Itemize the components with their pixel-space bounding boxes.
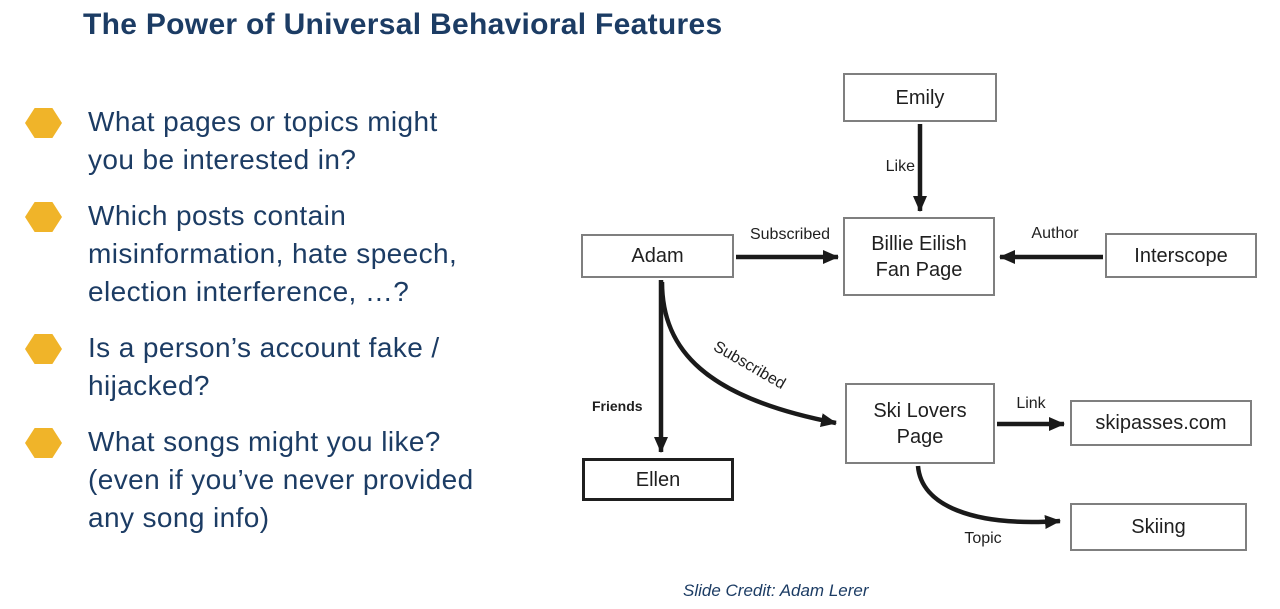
edge-label-friends: Friends (592, 398, 643, 414)
list-item: What songs might you like? (even if you’… (25, 423, 565, 537)
edge-label-like: Like (885, 158, 915, 175)
edge-skilovers-topic-skiing (915, 465, 1061, 529)
edge-label-author: Author (1031, 225, 1079, 242)
page-title: The Power of Universal Behavioral Featur… (83, 8, 723, 41)
bullet-text: Is a person’s account fake / hijacked? (88, 332, 440, 401)
bullet-list: What pages or topics might you be intere… (25, 103, 565, 555)
node-ski-lovers-page: Ski Lovers Page (845, 383, 995, 464)
edge-label-link: Link (1016, 395, 1046, 412)
node-billie-eilish-fan-page: Billie Eilish Fan Page (843, 217, 995, 296)
slide-credit: Slide Credit: Adam Lerer (683, 581, 869, 600)
node-skipasses-com: skipasses.com (1070, 400, 1252, 446)
bullet-text: What pages or topics might you be intere… (88, 106, 438, 175)
edge-label-subscribed: Subscribed (749, 226, 831, 243)
hexagon-bullet-icon (25, 428, 62, 458)
node-interscope: Interscope (1105, 233, 1257, 278)
node-skiing: Skiing (1070, 503, 1247, 551)
hexagon-bullet-icon (25, 334, 62, 364)
bullet-text: Which posts contain misinformation, hate… (88, 200, 458, 307)
list-item: Which posts contain misinformation, hate… (25, 197, 565, 311)
edge-label-topic: Topic (964, 530, 1002, 547)
node-ellen: Ellen (582, 458, 734, 501)
node-adam: Adam (581, 234, 734, 278)
hexagon-bullet-icon (25, 108, 62, 138)
list-item: Is a person’s account fake / hijacked? (25, 329, 565, 405)
list-item: What pages or topics might you be intere… (25, 103, 565, 179)
bullet-text: What songs might you like? (even if you’… (88, 426, 474, 533)
edge-label-subscribed-curved: Subscribed (710, 338, 789, 393)
edge-adam-subscribed-skilovers (659, 281, 837, 428)
node-emily: Emily (843, 73, 997, 122)
hexagon-bullet-icon (25, 202, 62, 232)
